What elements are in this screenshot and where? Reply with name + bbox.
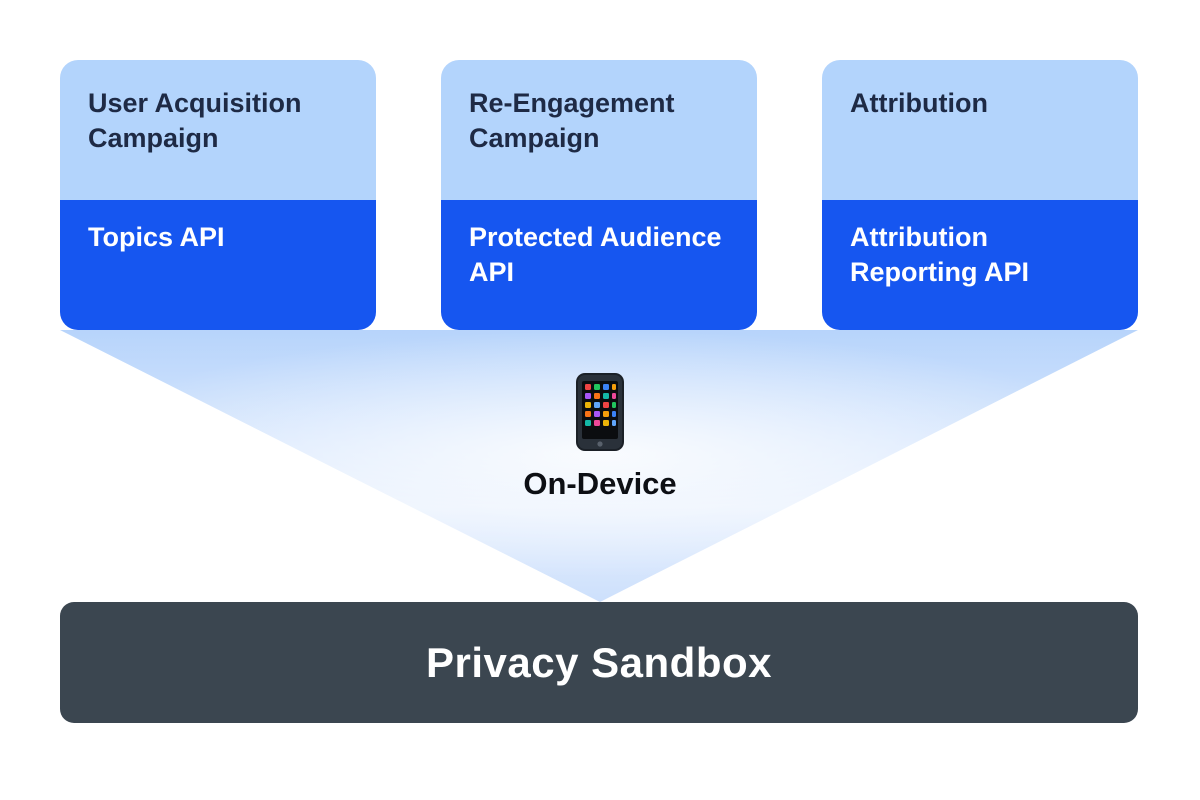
card-re-engagement: Re-Engagement Campaign Protected Audienc…	[441, 60, 757, 330]
privacy-sandbox-bar: Privacy Sandbox	[60, 602, 1138, 723]
on-device-group: On-Device	[0, 372, 1200, 502]
card-api-label: Topics API	[60, 200, 376, 330]
card-api-label: Attribution Reporting API	[822, 200, 1138, 330]
card-title: User Acquisition Campaign	[60, 60, 376, 200]
privacy-sandbox-label: Privacy Sandbox	[426, 638, 772, 686]
card-title: Re-Engagement Campaign	[441, 60, 757, 200]
card-api-label: Protected Audience API	[441, 200, 757, 330]
smartphone-icon	[576, 373, 624, 451]
card-user-acquisition: User Acquisition Campaign Topics API	[60, 60, 376, 330]
on-device-label: On-Device	[523, 466, 677, 501]
card-attribution: Attribution Attribution Reporting API	[822, 60, 1138, 330]
card-title: Attribution	[822, 60, 1138, 200]
